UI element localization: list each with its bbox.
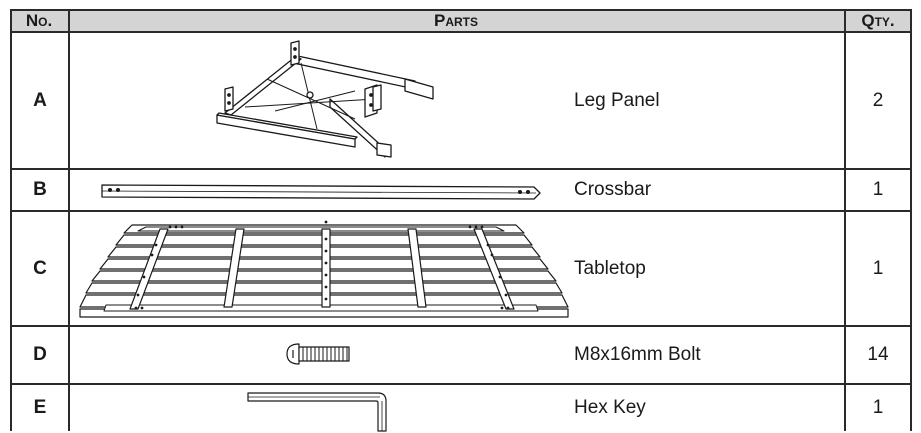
grid-line: [10, 325, 912, 327]
row-c-name: Tabletop: [574, 257, 646, 279]
row-d-qty: 14: [867, 344, 889, 365]
grid-line: [10, 31, 912, 33]
row-c-no: C: [33, 257, 47, 279]
row-e-name: Hex Key: [574, 397, 646, 418]
hex-key-illustration: [247, 392, 387, 432]
header-parts: Parts: [68, 9, 844, 31]
header-no: No.: [10, 9, 68, 31]
grid-line: [10, 9, 12, 431]
grid-line: [844, 9, 846, 431]
crossbar-illustration: [101, 184, 541, 200]
row-a-name: Leg Panel: [574, 89, 660, 111]
row-a-qty: 2: [872, 89, 884, 111]
grid-line: [910, 9, 912, 431]
header-qty: Qty.: [844, 9, 912, 31]
tabletop-illustration: [79, 220, 569, 318]
row-c-qty: 1: [872, 257, 884, 279]
grid-line: [68, 9, 70, 431]
parts-table: No. Parts Qty. A Leg Panel 2 B Crossbar …: [10, 9, 912, 432]
row-b-qty: 1: [872, 179, 884, 200]
row-b-name: Crossbar: [574, 179, 652, 200]
row-a-no: A: [33, 89, 47, 111]
leg-panel-illustration: [216, 40, 434, 158]
grid-line: [10, 168, 912, 170]
row-e-no: E: [33, 397, 47, 418]
bolt-illustration: [286, 343, 350, 365]
grid-line: [10, 383, 912, 385]
grid-line: [10, 210, 912, 212]
row-b-no: B: [33, 179, 47, 200]
row-d-no: D: [33, 344, 47, 365]
grid-line: [10, 9, 912, 11]
row-e-qty: 1: [872, 397, 884, 418]
row-d-name: M8x16mm Bolt: [574, 344, 701, 365]
